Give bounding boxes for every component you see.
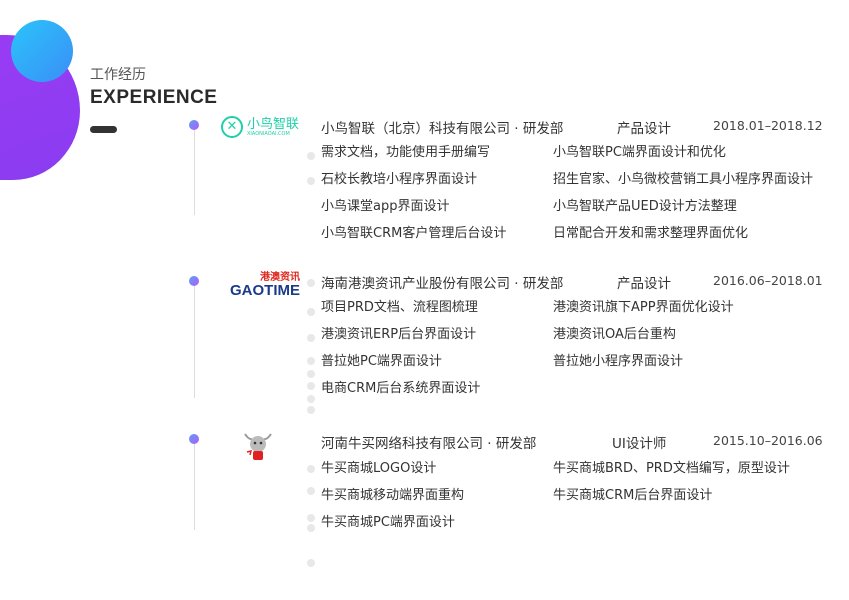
bullet-dot xyxy=(307,334,315,342)
job-item: 石校长教培小程序界面设计 xyxy=(321,172,478,187)
job-item: 港澳资讯OA后台重构 xyxy=(553,327,676,342)
job-item: 电商CRM后台系统界面设计 xyxy=(321,381,481,396)
job-item: 小鸟智联产品UED设计方法整理 xyxy=(553,199,737,214)
logo-url: XIAONIAOAI.COM xyxy=(247,130,290,137)
job-date: 2016.06–2018.01 xyxy=(713,273,823,288)
bullet-dot xyxy=(307,524,315,532)
job-item: 牛买商城CRM后台界面设计 xyxy=(553,488,713,503)
section-subtitle: 工作经历 xyxy=(90,67,146,83)
timeline-line xyxy=(194,280,195,398)
bullet-dot xyxy=(307,382,315,390)
timeline-node xyxy=(189,120,199,130)
job-item: 小鸟智联PC端界面设计和优化 xyxy=(553,145,726,160)
job-role: UI设计师 xyxy=(612,436,667,452)
job-date: 2018.01–2018.12 xyxy=(713,118,823,133)
bullet-dot xyxy=(307,487,315,495)
niumai-mascot-logo xyxy=(244,433,272,460)
timeline-node xyxy=(189,276,199,286)
job-item: 港澳资讯ERP后台界面设计 xyxy=(321,327,477,342)
logo-text-cn: 港澳资讯 xyxy=(260,272,300,283)
bullet-dot xyxy=(307,308,315,316)
job-item: 牛买商城BRD、PRD文档编写，原型设计 xyxy=(553,461,790,476)
job-item: 小鸟课堂app界面设计 xyxy=(321,199,450,214)
company-name: 河南牛买网络科技有限公司 · 研发部 xyxy=(321,436,537,452)
section-title: EXPERIENCE xyxy=(90,87,218,108)
bullet-dot xyxy=(307,514,315,522)
xiaoniao-logo-icon: ✕ xyxy=(221,116,243,138)
job-item: 牛买商城移动端界面重构 xyxy=(321,488,465,503)
job-item: 小鸟智联CRM客户管理后台设计 xyxy=(321,226,507,241)
logo-text-en: GAOTIME xyxy=(230,282,300,299)
job-item: 港澳资讯旗下APP界面优化设计 xyxy=(553,300,734,315)
title-underline xyxy=(90,126,117,133)
bullet-dot xyxy=(307,370,315,378)
timeline-line xyxy=(194,440,195,530)
job-item: 需求文档，功能使用手册编写 xyxy=(321,145,491,160)
company-logo-gaotime: 港澳资讯 GAOTIME xyxy=(220,273,300,299)
job-item: 普拉她小程序界面设计 xyxy=(553,354,684,369)
timeline-node xyxy=(189,434,199,444)
bullet-dot xyxy=(307,357,315,365)
job-role: 产品设计 xyxy=(617,276,671,292)
bullet-dot xyxy=(307,406,315,414)
bullet-dot xyxy=(307,177,315,185)
bullet-dot xyxy=(307,152,315,160)
bullet-dot xyxy=(307,559,315,567)
timeline-line xyxy=(194,125,195,215)
job-item: 牛买商城LOGO设计 xyxy=(321,461,437,476)
job-item: 日常配合开发和需求整理界面优化 xyxy=(553,226,749,241)
company-name: 海南港澳资讯产业股份有限公司 · 研发部 xyxy=(321,276,564,292)
bullet-dot xyxy=(307,279,315,287)
job-role: 产品设计 xyxy=(617,121,671,137)
job-item: 牛买商城PC端界面设计 xyxy=(321,515,455,530)
job-item: 招生官家、小鸟微校营销工具小程序界面设计 xyxy=(553,172,814,187)
job-item: 项目PRD文档、流程图梳理 xyxy=(321,300,478,315)
job-date: 2015.10–2016.06 xyxy=(713,433,823,448)
company-name: 小鸟智联（北京）科技有限公司 · 研发部 xyxy=(321,121,564,137)
decorative-circle xyxy=(11,20,73,82)
logo-text: 小鸟智联 xyxy=(247,116,300,132)
bullet-dot xyxy=(307,465,315,473)
job-item: 普拉她PC端界面设计 xyxy=(321,354,442,369)
bullet-dot xyxy=(307,395,315,403)
